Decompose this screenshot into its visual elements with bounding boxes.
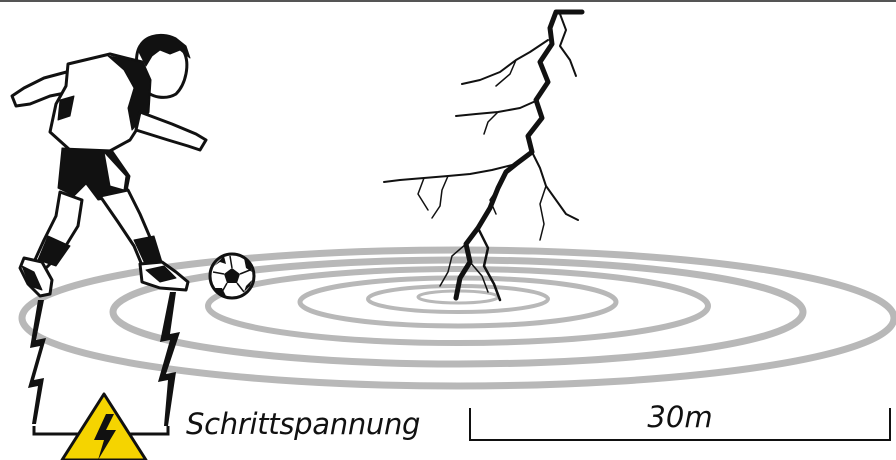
lightning-bolt-icon [383, 9, 585, 302]
high-voltage-warning-icon [60, 392, 148, 460]
step-discharge-left [28, 300, 46, 424]
soccer-ball-icon [208, 252, 256, 300]
step-discharge-right [158, 292, 180, 426]
distance-label: 30m [647, 400, 713, 434]
ring-4 [109, 256, 807, 368]
distance-bracket [469, 408, 891, 441]
step-voltage-label: Schrittspannung [186, 407, 421, 441]
soccer-player-figure [10, 34, 208, 298]
ring-3 [205, 266, 711, 346]
